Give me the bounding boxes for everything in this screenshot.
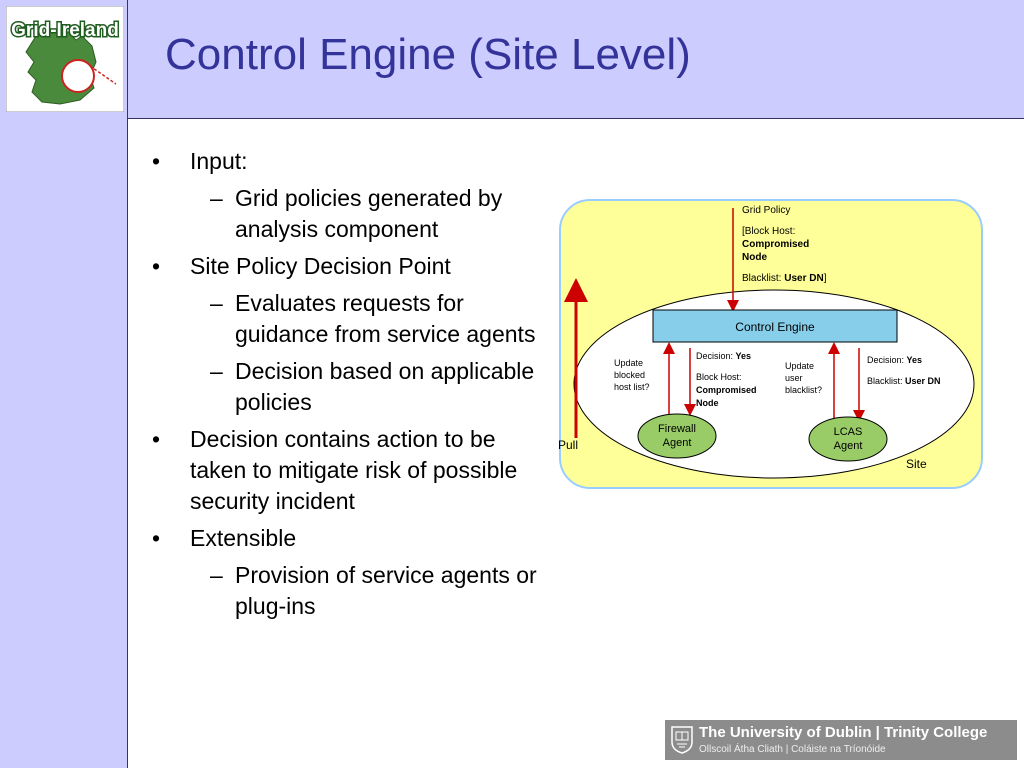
- block-host-label: Block Host:: [696, 372, 742, 382]
- grid-ireland-logo: Grid-Ireland: [6, 6, 124, 112]
- tcd-name-en: The University of Dublin | Trinity Colle…: [699, 724, 988, 741]
- tcd-name-ga: Ollscoil Átha Cliath | Coláiste na Tríon…: [699, 744, 886, 755]
- lcas-agent-node: [808, 416, 888, 462]
- node-label: Node: [696, 398, 719, 408]
- sub-bullet-item: –Decision based on applicable policies: [210, 358, 535, 415]
- logo-text: Grid-Ireland: [11, 20, 119, 41]
- bullet-item: •Input:: [152, 148, 248, 174]
- grid-policy-compromised: Compromised: [742, 239, 809, 250]
- sub-bullet-item: –Evaluates requests for guidance from se…: [210, 290, 536, 347]
- blacklist-right: Blacklist: User DN: [867, 376, 941, 386]
- compromised-label: Compromised: [696, 385, 757, 395]
- site-label: Site: [906, 457, 927, 471]
- decision-left: Decision: Yes: [696, 351, 751, 361]
- bullet-item: •Decision contains action to be taken to…: [152, 426, 518, 514]
- firewall-agent-node: [637, 413, 717, 459]
- control-engine-diagram: Grid Policy [Block Host: Compromised Nod…: [558, 199, 983, 489]
- sub-bullet-item: –Provision of service agents or plug-ins: [210, 562, 537, 619]
- grid-policy-block: [Block Host:: [742, 226, 795, 237]
- tcd-footer: The University of Dublin | Trinity Colle…: [665, 720, 1017, 760]
- header-band: [0, 0, 1024, 119]
- left-band: [0, 118, 128, 768]
- sub-bullet-item: –Grid policies generated by analysis com…: [210, 185, 503, 242]
- control-engine-label: Control Engine: [735, 320, 815, 334]
- tcd-crest-icon: [671, 726, 693, 754]
- decision-right: Decision: Yes: [867, 355, 922, 365]
- grid-policy-node: Node: [742, 252, 767, 263]
- grid-policy-title: Grid Policy: [742, 205, 790, 216]
- bullet-item: •Extensible: [152, 525, 297, 551]
- control-engine-box: [652, 309, 898, 343]
- bullet-list: •Input: –Grid policies generated by anal…: [152, 146, 547, 628]
- grid-policy-blacklist: Blacklist: User DN]: [742, 273, 827, 284]
- page-title: Control Engine (Site Level): [165, 30, 691, 79]
- ireland-map-icon: [25, 29, 117, 105]
- pull-label: Pull: [558, 438, 578, 452]
- header-divider: [127, 0, 128, 118]
- bullet-item: •Site Policy Decision Point: [152, 253, 451, 279]
